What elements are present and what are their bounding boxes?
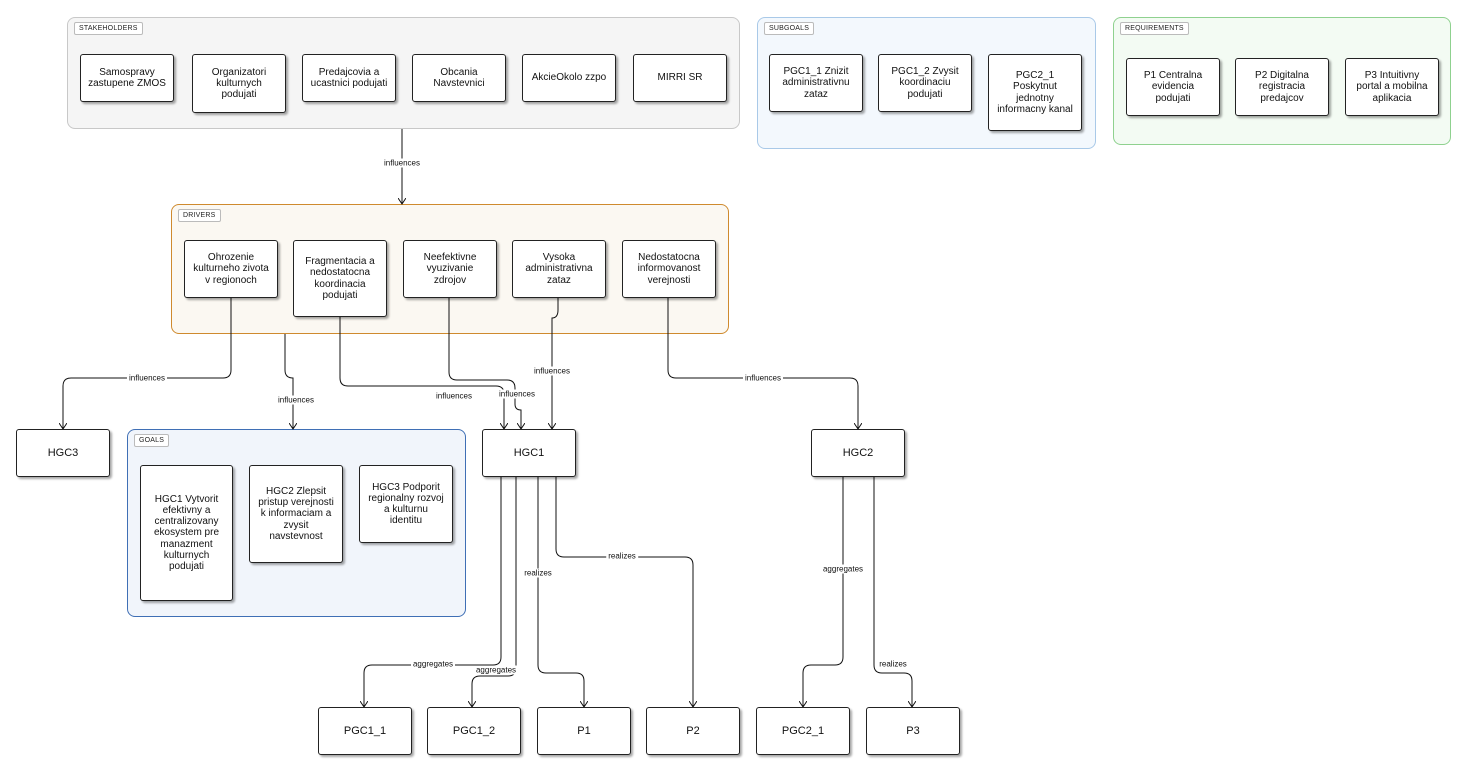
drivers-group-label: DRIVERS [178,209,221,222]
driver-fragmentacia[interactable]: Fragmentacia a nedostatocna koordinacia … [293,240,387,317]
edge-drivers-goals [284,334,293,429]
stakeholders-group-label: STAKEHOLDERS [74,22,143,35]
hub-hgc1[interactable]: HGC1 [482,429,576,477]
leaf-pgc1_1[interactable]: PGC1_1 [318,707,412,755]
stakeholder-predajcovia[interactable]: Predajcovia a ucastnici podujati [302,54,396,102]
edge-hgc2-pgc2_1 [803,477,844,707]
requirement-p1[interactable]: P1 Centralna evidencia podujati [1126,58,1220,116]
edge-label-hgc1-pgc1_2: aggregates [473,665,519,675]
requirements-group-label: REQUIREMENTS [1120,22,1189,35]
edge-hgc1-p1 [537,477,584,707]
stakeholder-mirri[interactable]: MIRRI SR [633,54,727,102]
driver-ohrozenie[interactable]: Ohrozenie kulturneho zivota v regionoch [184,240,278,298]
stakeholder-samospravy[interactable]: Samospravy zastupene ZMOS [80,54,174,102]
leaf-pgc1_2[interactable]: PGC1_2 [427,707,521,755]
edge-driver4-hgc1 [552,298,559,429]
edge-label-hgc1-pgc1_1: aggregates [410,659,456,669]
edge-label-hgc2-p3: realizes [877,659,909,669]
driver-neefektivne[interactable]: Neefektivne vyuzivanie zdrojov [403,240,497,298]
goal-hgc3[interactable]: HGC3 Podporit regionalny rozvoj a kultur… [359,465,453,543]
hub-hgc3[interactable]: HGC3 [16,429,110,477]
hub-hgc2[interactable]: HGC2 [811,429,905,477]
edge-hgc2-p3 [873,477,912,707]
subgoals-group-label: SUBGOALS [764,22,815,35]
edge-driver5-hgc2 [667,298,858,429]
edge-label-d3-hgc1: influences [496,389,538,399]
requirement-p2[interactable]: P2 Digitalna registracia predajcov [1235,58,1329,116]
leaf-p1[interactable]: P1 [537,707,631,755]
edge-driver1-hgc3 [63,298,232,429]
edge-label-d4-hgc1: influences [531,366,573,376]
stakeholders-group: STAKEHOLDERS [67,17,740,129]
edge-label-hgc2-pgc2_1: aggregates [820,564,866,574]
subgoal-pgc1_1[interactable]: PGC1_1 Znizit administrativnu zataz [769,54,863,112]
leaf-pgc2_1[interactable]: PGC2_1 [756,707,850,755]
edge-label-drivers-goals: influences [275,395,317,405]
leaf-p3[interactable]: P3 [866,707,960,755]
stakeholder-akcieokolo[interactable]: AkcieOkolo zzpo [522,54,616,102]
goal-hgc2[interactable]: HGC2 Zlepsit pristup verejnosti k inform… [249,465,343,563]
edge-label-stake-drivers: influences [381,158,423,168]
leaf-p2[interactable]: P2 [646,707,740,755]
goals-group-label: GOALS [134,434,170,447]
edge-label-d2-hgc1: influences [433,391,475,401]
edge-hgc1-p2 [555,477,693,707]
requirement-p3[interactable]: P3 Intuitivny portal a mobilna aplikacia [1345,58,1439,116]
edge-driver2-hgc1 [339,317,504,429]
driver-nedostatocna[interactable]: Nedostatocna informovanost verejnosti [622,240,716,298]
edge-label-hgc1-p2: realizes [606,551,638,561]
driver-vysoka-zataz[interactable]: Vysoka administrativna zataz [512,240,606,298]
edge-label-d5-hgc2: influences [742,373,784,383]
subgoal-pgc1_2[interactable]: PGC1_2 Zvysit koordinaciu podujati [878,54,972,112]
edge-driver3-hgc1 [448,298,521,429]
edge-label-d1-hgc3: influences [126,373,168,383]
stakeholder-organizatori[interactable]: Organizatori kulturnych podujati [192,54,286,113]
stakeholder-obcania[interactable]: Obcania Navstevnici [412,54,506,102]
subgoal-pgc2_1[interactable]: PGC2_1 Poskytnut jednotny informacny kan… [988,54,1082,131]
edge-label-hgc1-p1: realizes [522,568,554,578]
goal-hgc1[interactable]: HGC1 Vytvorit efektivny a centralizovany… [140,465,233,601]
